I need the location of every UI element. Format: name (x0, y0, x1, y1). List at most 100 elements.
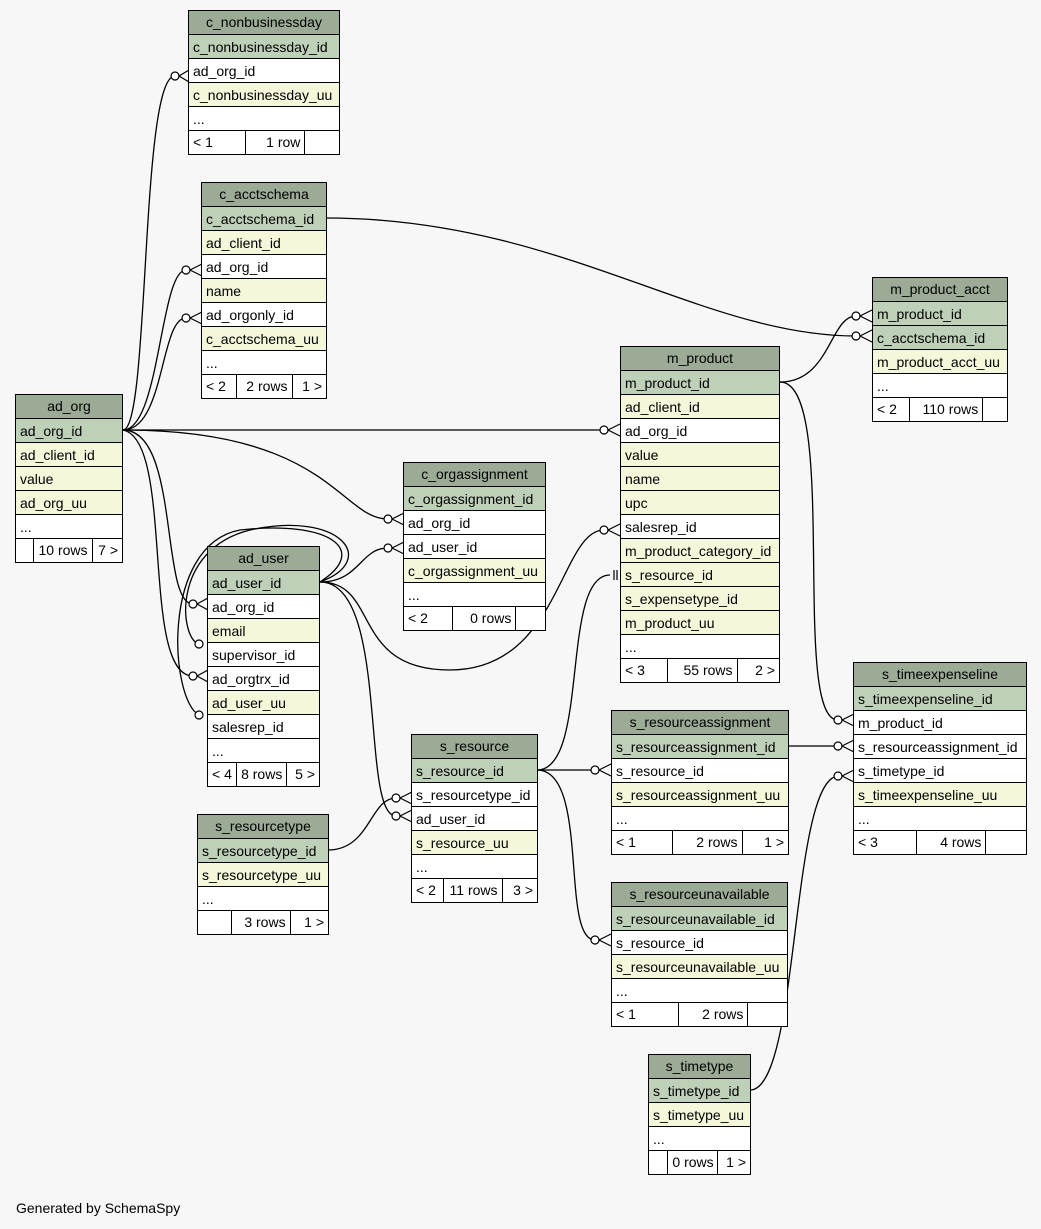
table-column[interactable]: ... (621, 634, 779, 658)
table-column[interactable]: salesrep_id (621, 514, 779, 538)
table-header[interactable]: c_orgassignment (404, 463, 545, 486)
table-column[interactable]: s_resourceunavailable_id (612, 906, 787, 930)
table-column[interactable]: ... (412, 854, 537, 878)
table-column[interactable]: s_resourceassignment_id (612, 734, 788, 758)
table-header[interactable]: s_resource (412, 735, 537, 758)
table-column[interactable]: ad_org_id (621, 418, 779, 442)
table-column[interactable]: ad_user_uu (208, 690, 319, 714)
table-column[interactable]: s_timeexpenseline_uu (854, 782, 1026, 806)
table-column[interactable]: s_timetype_id (854, 758, 1026, 782)
table-column[interactable]: ... (873, 373, 1007, 397)
table-column[interactable]: s_timetype_id (649, 1078, 750, 1102)
table-column[interactable]: s_resourcetype_id (198, 838, 328, 862)
parent-count[interactable]: < 2 (404, 607, 454, 630)
table-column[interactable]: s_resourceassignment_id (854, 734, 1026, 758)
table-column[interactable]: email (208, 618, 319, 642)
parent-count[interactable]: < 2 (873, 398, 911, 421)
table-column[interactable]: c_nonbusinessday_uu (189, 82, 339, 106)
table-column[interactable]: ... (612, 978, 787, 1002)
parent-count[interactable]: < 1 (189, 131, 247, 154)
table-header[interactable]: s_resourcetype (198, 815, 328, 838)
parent-count[interactable] (649, 1151, 669, 1174)
table-column[interactable]: ... (202, 350, 326, 374)
child-count[interactable] (305, 131, 339, 154)
table-column[interactable]: c_orgassignment_uu (404, 558, 545, 582)
table-header[interactable]: ad_user (208, 547, 319, 570)
child-count[interactable]: 1 > (764, 834, 784, 850)
table-column[interactable]: ad_user_id (404, 534, 545, 558)
table-column[interactable]: salesrep_id (208, 714, 319, 738)
table-column[interactable]: m_product_id (873, 301, 1007, 325)
table-column[interactable]: m_product_id (854, 710, 1026, 734)
child-count[interactable]: 2 > (755, 662, 776, 678)
parent-count[interactable]: < 2 (412, 879, 444, 902)
child-count[interactable] (986, 831, 1026, 854)
table-column[interactable]: m_product_id (621, 370, 779, 394)
table-column[interactable]: s_expensetype_id (621, 586, 779, 610)
table-column[interactable]: s_resourcetype_uu (198, 862, 328, 886)
parent-count[interactable]: < 3 (854, 831, 918, 854)
child-count[interactable]: 3 > (513, 882, 533, 898)
table-column[interactable]: ... (198, 886, 328, 910)
table-column[interactable]: s_timeexpenseline_id (854, 686, 1026, 710)
table-column[interactable]: ad_org_id (16, 418, 122, 442)
parent-count[interactable]: < 3 (621, 659, 669, 682)
table-column[interactable]: c_acctschema_id (202, 206, 326, 230)
table-column[interactable]: s_resourcetype_id (412, 782, 537, 806)
table-column[interactable]: ad_org_id (208, 594, 319, 618)
table-column[interactable]: ad_orgonly_id (202, 302, 326, 326)
table-column[interactable]: s_resource_uu (412, 830, 537, 854)
table-column[interactable]: s_resource_id (621, 562, 779, 586)
table-column[interactable]: c_acctschema_uu (202, 326, 326, 350)
table-column[interactable]: ... (208, 738, 319, 762)
table-column[interactable]: m_product_uu (621, 610, 779, 634)
table-column[interactable]: s_resource_id (412, 758, 537, 782)
table-column[interactable]: supervisor_id (208, 642, 319, 666)
table-column[interactable]: ad_org_id (189, 58, 339, 82)
table-column[interactable]: c_acctschema_id (873, 325, 1007, 349)
table-column[interactable]: m_product_acct_uu (873, 349, 1007, 373)
table-column[interactable]: ad_org_id (404, 510, 545, 534)
table-column[interactable]: s_resource_id (612, 930, 787, 954)
table-header[interactable]: c_acctschema (202, 183, 326, 206)
table-header[interactable]: s_timetype (649, 1055, 750, 1078)
table-column[interactable]: ... (612, 806, 788, 830)
table-column[interactable]: value (16, 466, 122, 490)
parent-count[interactable]: < 4 (208, 763, 238, 786)
table-column[interactable]: ad_client_id (16, 442, 122, 466)
table-header[interactable]: s_timeexpenseline (854, 663, 1026, 686)
table-header[interactable]: ad_org (16, 395, 122, 418)
table-column[interactable]: ... (16, 514, 122, 538)
table-column[interactable]: ... (404, 582, 545, 606)
parent-count[interactable]: < 2 (202, 375, 238, 398)
child-count[interactable]: 1 > (726, 1154, 746, 1170)
table-column[interactable]: name (621, 466, 779, 490)
table-column[interactable]: c_nonbusinessday_id (189, 34, 339, 58)
child-count[interactable]: 1 > (304, 914, 324, 930)
parent-count[interactable]: < 1 (612, 831, 674, 854)
parent-count[interactable] (198, 911, 232, 934)
table-column[interactable]: ad_orgtrx_id (208, 666, 319, 690)
child-count[interactable]: 1 > (302, 378, 322, 394)
table-column[interactable]: ad_user_id (412, 806, 537, 830)
table-column[interactable]: ad_client_id (621, 394, 779, 418)
table-column[interactable]: s_resource_id (612, 758, 788, 782)
child-count[interactable]: 7 > (98, 542, 118, 558)
table-header[interactable]: m_product_acct (873, 278, 1007, 301)
table-header[interactable]: m_product (621, 347, 779, 370)
parent-count[interactable]: < 1 (612, 1003, 680, 1026)
table-column[interactable]: c_orgassignment_id (404, 486, 545, 510)
child-count[interactable] (983, 398, 1007, 421)
parent-count[interactable] (16, 539, 34, 562)
